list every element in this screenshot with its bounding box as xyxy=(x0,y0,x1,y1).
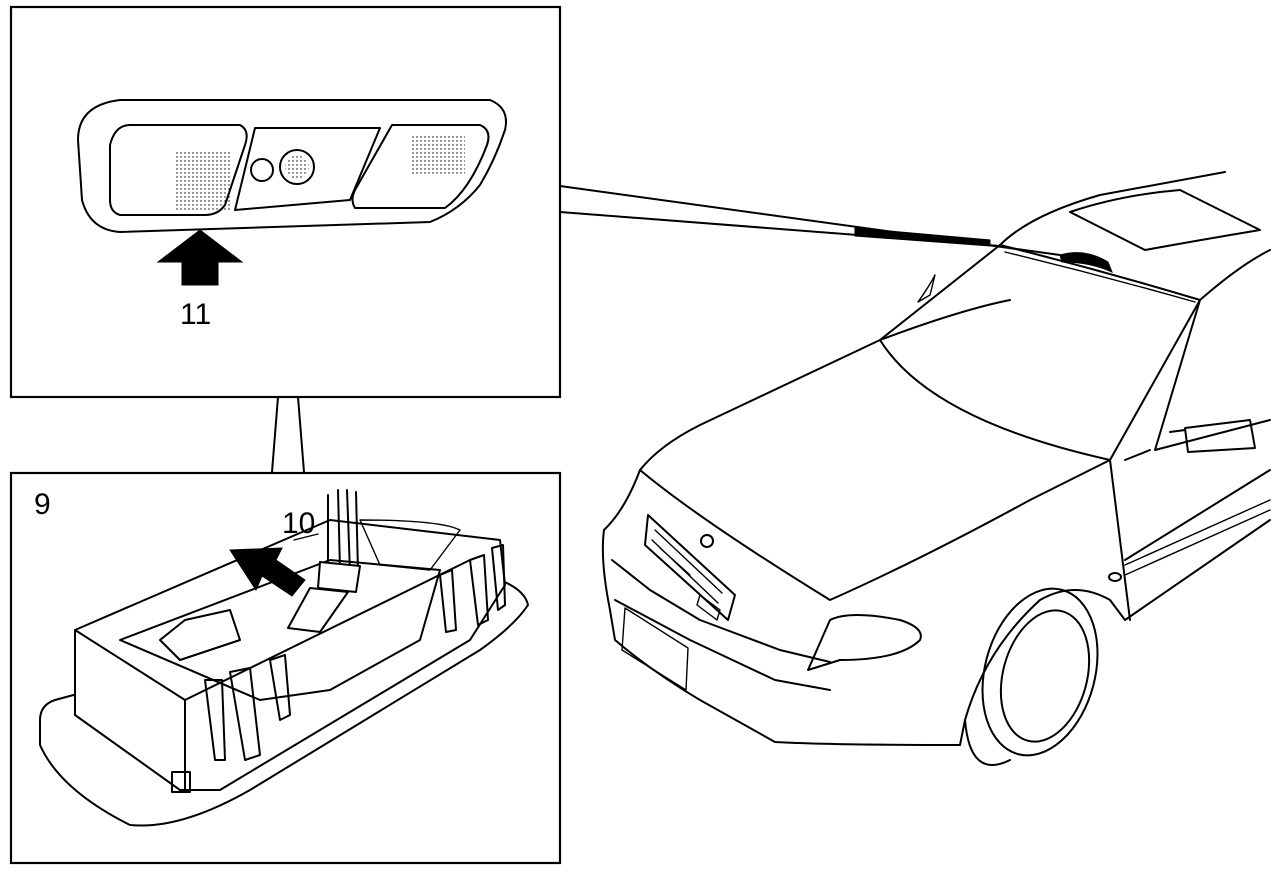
leader-thick-segment xyxy=(854,227,991,247)
roof xyxy=(999,171,1271,301)
rear-view-mirror xyxy=(917,274,936,303)
windshield xyxy=(879,244,1201,461)
front-wheel xyxy=(964,587,1099,766)
badge xyxy=(700,534,714,548)
door-lines xyxy=(1109,299,1271,621)
light-housing xyxy=(39,519,529,827)
interior-light-lens xyxy=(77,99,507,233)
interior-light-on-car xyxy=(1059,252,1113,273)
side-mirror xyxy=(1169,419,1256,453)
switch-button xyxy=(250,158,274,182)
callout-10: 10 xyxy=(282,507,316,540)
side-trim xyxy=(1124,499,1271,576)
label-10-leader xyxy=(293,533,319,541)
callout-11: 11 xyxy=(180,298,212,331)
arrow-10-icon xyxy=(229,547,306,597)
headlight xyxy=(807,614,922,671)
front-bumper xyxy=(603,469,831,691)
sunroof xyxy=(1069,189,1261,251)
callout-9: 9 xyxy=(34,488,51,521)
licence-plate xyxy=(621,607,689,691)
car-body-outline xyxy=(601,519,1271,746)
hood xyxy=(639,299,1111,601)
side-indicator xyxy=(1108,572,1122,582)
grille xyxy=(644,514,736,621)
windshield-inner xyxy=(1004,251,1196,303)
arrow-11-icon xyxy=(156,229,244,286)
connector-wires xyxy=(287,489,361,633)
light-sensor xyxy=(279,149,315,185)
car-illustration xyxy=(601,171,1271,766)
